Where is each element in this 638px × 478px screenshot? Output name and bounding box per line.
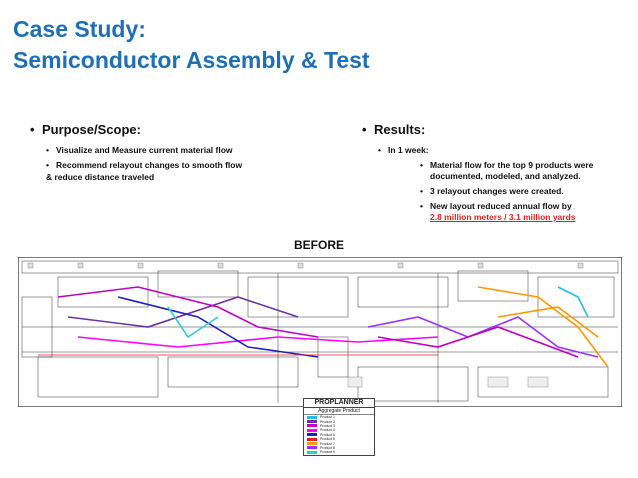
legend-swatch <box>307 437 317 441</box>
material-flow-lines <box>38 286 609 368</box>
legend-swatch <box>307 433 317 437</box>
legend-item: Product 2 <box>304 419 374 424</box>
results-item-2: 3 relayout changes were created. <box>420 186 632 197</box>
purpose-heading: Purpose/Scope: <box>30 122 330 137</box>
legend-item: Product 1 <box>304 415 374 419</box>
plan-outline <box>18 257 622 407</box>
title-line-1: Case Study: <box>13 16 146 42</box>
slide-title: Case Study: Semiconductor Assembly & Tes… <box>13 14 613 76</box>
legend-item: Product 5 <box>304 433 374 437</box>
title-line-2: Semiconductor Assembly & Test <box>13 47 370 73</box>
purpose-item-2: Recommend relayout changes to smooth flo… <box>46 160 330 171</box>
legend-label: Product 9 <box>320 450 335 455</box>
legend-label: Product 2 <box>320 419 335 424</box>
results-item-1: Material flow for the top 9 products wer… <box>420 160 632 182</box>
legend-swatch <box>307 450 317 454</box>
legend-swatch <box>307 420 317 424</box>
legend-item: Product 6 <box>304 437 374 441</box>
legend-item: Product 7 <box>304 441 374 446</box>
legend-label: Product 8 <box>320 445 335 450</box>
legend-swatch <box>307 446 317 450</box>
results-column: Results: In 1 week: Material flow for th… <box>362 122 632 227</box>
plan-equipment <box>27 262 584 388</box>
legend-swatch <box>307 424 317 428</box>
purpose-item-2-continuation: & reduce distance traveled <box>46 172 155 182</box>
legend-label: Product 3 <box>320 423 335 428</box>
legend-swatch <box>307 415 317 419</box>
floor-plan-diagram <box>18 257 622 407</box>
legend-subtitle: Aggregate Product <box>304 408 374 415</box>
legend-label: Product 1 <box>320 415 335 420</box>
legend-swatch <box>307 428 317 432</box>
legend-item: Product 3 <box>304 424 374 428</box>
legend-swatch <box>307 442 317 446</box>
results-sub: In 1 week: <box>378 145 632 156</box>
flow-legend: PROPLANNER Aggregate Product Product 1 P… <box>303 398 375 456</box>
results-item-3: New layout reduced annual flow by 2.8 mi… <box>420 201 632 223</box>
results-item-3-text: New layout reduced annual flow by <box>430 201 572 211</box>
legend-label: Product 6 <box>320 437 335 442</box>
legend-item: Product 9 <box>304 450 374 454</box>
before-label: BEFORE <box>293 238 344 252</box>
legend-label: Product 5 <box>320 432 335 437</box>
legend-label: Product 7 <box>320 441 335 446</box>
legend-label: Product 4 <box>320 428 335 433</box>
legend-title: PROPLANNER <box>304 399 374 408</box>
legend-item: Product 8 <box>304 446 374 450</box>
results-heading: Results: <box>362 122 632 137</box>
purpose-column: Purpose/Scope: Visualize and Measure cur… <box>30 122 330 183</box>
legend-item: Product 4 <box>304 428 374 432</box>
purpose-item-1: Visualize and Measure current material f… <box>46 145 330 156</box>
results-highlight: 2.8 million meters / 3.1 million yards <box>430 212 576 222</box>
